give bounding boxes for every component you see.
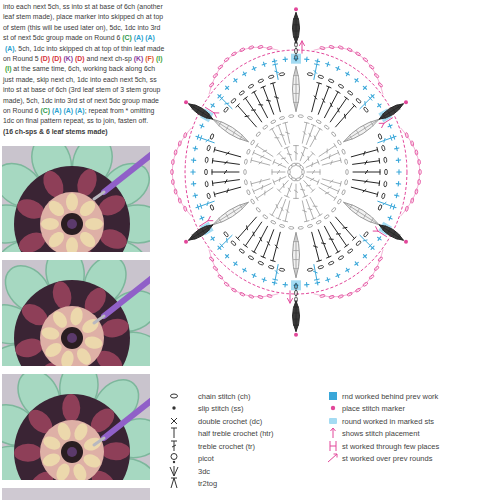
legend-row: st worked over prev rounds xyxy=(326,452,432,464)
legend-row: rnd worked behind prev work xyxy=(326,390,438,402)
legend-symbol xyxy=(166,427,198,439)
colour-code: (K) xyxy=(134,55,144,62)
legend-symbol xyxy=(166,452,198,464)
colour-code: (A) xyxy=(64,107,74,114)
colour-code: (C) xyxy=(41,107,51,114)
legend-symbol xyxy=(326,452,342,464)
legend-symbol xyxy=(326,415,342,427)
colour-code: (F) xyxy=(145,55,154,62)
colour-code: (D) xyxy=(41,55,51,62)
progress-photo xyxy=(2,374,150,480)
colour-code: (A) xyxy=(145,34,155,41)
crochet-chart xyxy=(171,7,422,337)
legend-label: 3dc xyxy=(198,467,210,476)
legend-symbol xyxy=(166,465,198,477)
legend-label: chain stitch (ch) xyxy=(198,392,251,401)
colour-code: (I) xyxy=(5,65,12,72)
colour-code: (A) xyxy=(52,107,62,114)
legend-row: place stitch marker xyxy=(326,402,405,414)
stitch-count: (16 ch-sps & 6 leaf stems made) xyxy=(3,127,165,137)
progress-photo xyxy=(2,260,150,366)
legend-symbol xyxy=(166,390,198,402)
legend-row: picot xyxy=(166,452,214,464)
legend-label: st worked through few places xyxy=(342,442,439,451)
legend-label: treble crochet (tr) xyxy=(198,442,255,451)
legend-label: round worked in marked sts xyxy=(342,417,434,426)
legend-symbol xyxy=(166,477,198,489)
legend-label: picot xyxy=(198,454,214,463)
legend-row: round worked in marked sts xyxy=(326,415,434,427)
legend-symbol xyxy=(326,402,342,414)
legend-label: double crochet (dc) xyxy=(198,417,262,426)
progress-photo xyxy=(2,146,150,252)
colour-code: (A) xyxy=(134,34,144,41)
colour-code: (A) xyxy=(5,45,15,52)
legend-symbol xyxy=(326,390,342,402)
legend-row: treble crochet (tr) xyxy=(166,440,255,452)
colour-code: (I) xyxy=(156,55,163,62)
legend-row: tr2tog xyxy=(166,477,217,489)
legend-label: rnd worked behind prev work xyxy=(342,392,438,401)
legend-label: tr2tog xyxy=(198,479,217,488)
legend-label: slip stitch (ss) xyxy=(198,404,243,413)
legend-row: half treble crochet (htr) xyxy=(166,427,273,439)
legend-row: chain stitch (ch) xyxy=(166,390,251,402)
legend-label: st worked over prev rounds xyxy=(342,454,432,463)
legend-row: double crochet (dc) xyxy=(166,415,262,427)
legend-row: shows stitch placement xyxy=(326,427,420,439)
pattern-text: at the same time, 6ch, working back alon… xyxy=(3,65,160,114)
pattern-instructions: into each next 5ch, ss into st at base o… xyxy=(3,2,165,137)
colour-code: (D) xyxy=(52,55,62,62)
colour-code: (A) xyxy=(75,107,85,114)
legend-label: half treble crochet (htr) xyxy=(198,429,273,438)
legend-symbol xyxy=(166,440,198,452)
legend-label: place stitch marker xyxy=(342,404,405,413)
photo-strip xyxy=(2,488,150,500)
legend-row: st worked through few places xyxy=(326,440,439,452)
colour-code: (C) xyxy=(122,34,132,41)
legend-row: 3dc xyxy=(166,465,210,477)
colour-code: (K) xyxy=(64,55,74,62)
pattern-text: and next ch-sp xyxy=(87,55,132,62)
legend-symbol xyxy=(166,415,198,427)
colour-code: (D) xyxy=(75,55,85,62)
legend-label: shows stitch placement xyxy=(342,429,420,438)
legend-symbol xyxy=(326,427,342,439)
legend-row: slip stitch (ss) xyxy=(166,402,243,414)
legend-symbol xyxy=(326,440,342,452)
legend-symbol xyxy=(166,402,198,414)
legend-swatch xyxy=(329,392,337,400)
